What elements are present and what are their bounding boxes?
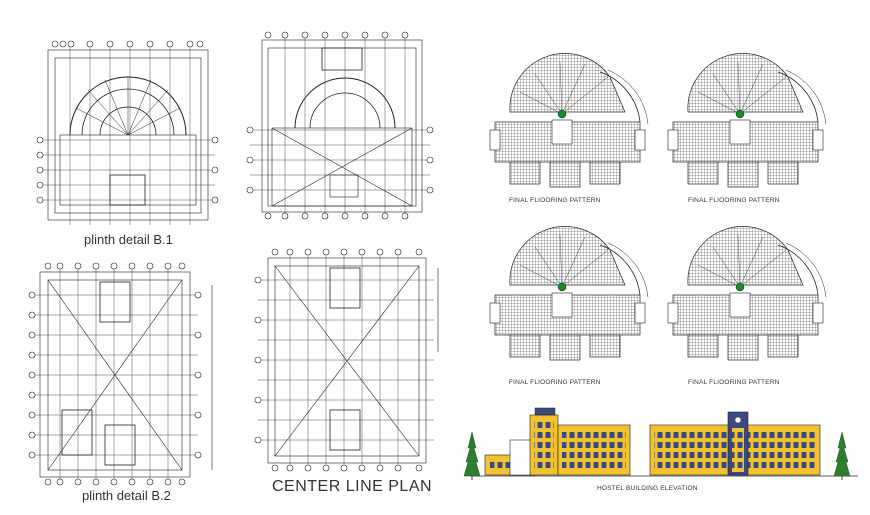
plinth-b1-label: plinth detail B.1 [84, 232, 173, 247]
elevation-label: HOSTEL BUILDING ELEVATION [597, 485, 698, 492]
flooring-label-2: FINAL FLIOORING PATTERN [688, 197, 780, 204]
flooring-label-1: FINAL FLIOORING PATTERN [509, 197, 601, 204]
flooring-label-4: FINAL FLIOORING PATTERN [688, 379, 780, 386]
plinth-b2-label: plinth detail B.2 [82, 488, 171, 503]
flooring-label-3: FINAL FLIOORING PATTERN [509, 379, 601, 386]
center-line-plan-label: CENTER LINE PLAN [272, 478, 433, 495]
